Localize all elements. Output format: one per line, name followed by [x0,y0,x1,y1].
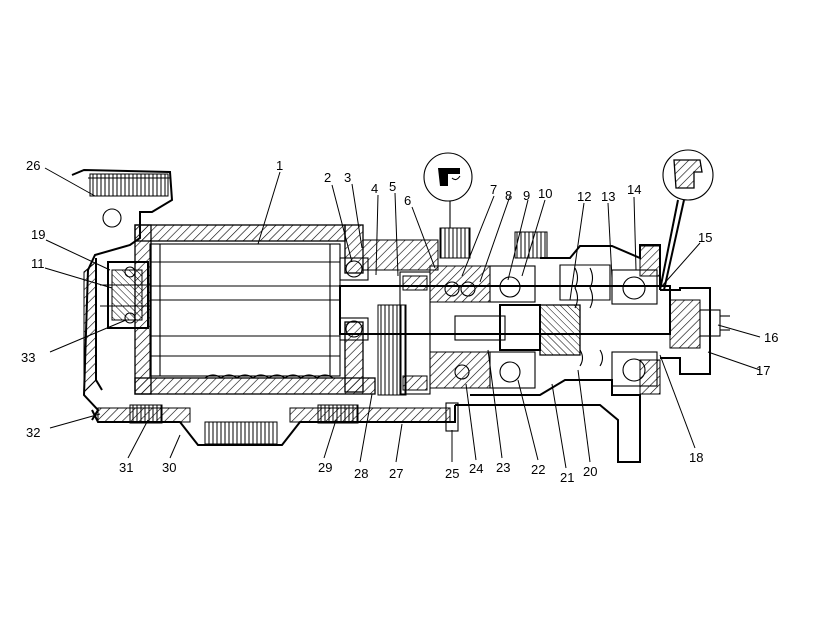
drawing [71,149,730,463]
callout-22: 22 [531,462,545,477]
drive-section [339,227,671,396]
callout-10: 10 [538,186,552,201]
callout-3: 3 [344,170,351,185]
callout-31: 31 [119,460,133,475]
callout-21: 21 [560,470,574,485]
callout-5: 5 [389,179,396,194]
leader-lines [44,167,761,469]
seal-detail-left [423,152,473,228]
callout-28: 28 [354,466,368,481]
callout-7: 7 [490,182,497,197]
armature [149,243,341,379]
callout-12: 12 [577,189,591,204]
callout-4: 4 [371,181,378,196]
callout-8: 8 [505,188,512,203]
callout-16: 16 [764,330,778,345]
callout-9: 9 [523,188,530,203]
callout-27: 27 [389,466,403,481]
callout-14: 14 [627,182,641,197]
callout-26: 26 [26,158,40,173]
callout-2: 2 [324,170,331,185]
callout-23: 23 [496,460,510,475]
callout-18: 18 [689,450,703,465]
callout-6: 6 [404,193,411,208]
callout-25: 25 [445,466,459,481]
callout-15: 15 [698,230,712,245]
callout-29: 29 [318,460,332,475]
callout-33: 33 [21,350,35,365]
callout-13: 13 [601,189,615,204]
seal-detail-right [659,149,714,291]
base-plate [91,402,459,446]
callout-24: 24 [469,461,483,476]
callout-32: 32 [26,425,40,440]
callout-30: 30 [162,460,176,475]
callout-20: 20 [583,464,597,479]
callout-1: 1 [276,158,283,173]
end-housing-left [71,168,174,421]
left-bearing [100,261,150,329]
callout-17: 17 [756,363,770,378]
callout-11: 11 [31,256,45,271]
callout-labels: 1 2 3 4 5 6 7 8 9 10 11 12 13 14 15 16 1… [21,158,778,485]
callout-19: 19 [31,227,45,242]
nose-housing [455,244,661,463]
output-end [660,287,730,375]
